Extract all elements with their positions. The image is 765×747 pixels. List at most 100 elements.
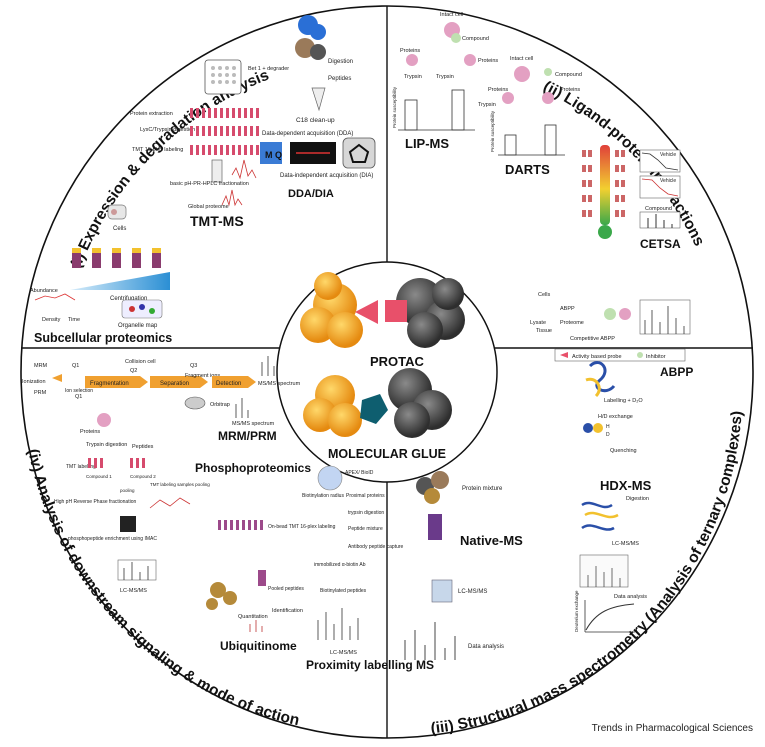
maxquant-text: M Q bbox=[265, 150, 282, 160]
cetsa-title: CETSA bbox=[640, 237, 681, 251]
hdx-ms-panel: Labelling + D₂O H/D exchange H D Quenchi… bbox=[574, 361, 649, 633]
mrm-small-label: MRM bbox=[34, 363, 48, 369]
abpp-probe-label: Activity based probe bbox=[572, 354, 622, 360]
lip-ms-panel: Intact cell Compound Proteins Trypsin Tr… bbox=[392, 12, 498, 131]
darts-intact-cell-label: Intact cell bbox=[510, 56, 533, 62]
darts-bar-1 bbox=[504, 134, 517, 156]
prox-trypsin-label: trypsin digestion bbox=[348, 510, 384, 516]
cetsa-tube-rows bbox=[582, 150, 625, 217]
time-label: Time bbox=[68, 317, 80, 323]
dda-dia-panel: Digestion Peptides C18 clean-up Data-dep… bbox=[260, 15, 376, 179]
cetsa-panel: Vehicle Vehicle Compound bbox=[582, 145, 681, 239]
arc-title-q4: (iv) Analysis of downstream signaling & … bbox=[24, 447, 301, 729]
lip-axis-label: Protein susceptibility bbox=[392, 86, 397, 128]
abpp-tissue-label: Tissue bbox=[536, 328, 552, 334]
abpp-lysate-label: Lysate bbox=[530, 320, 546, 326]
protac-ligand-square bbox=[385, 300, 407, 322]
glue-gray-blob bbox=[388, 368, 452, 438]
cetsa-compound-label: Compound bbox=[645, 206, 672, 212]
hdx-lcmsms-label: LC-MS/MS bbox=[612, 541, 639, 547]
dia-label: Data-independent acquisition (DIA) bbox=[280, 173, 373, 179]
global-proteome-label: Global proteome bbox=[188, 204, 229, 210]
darts-trypsin-label: Trypsin bbox=[478, 102, 496, 108]
ionization-label: Ionization bbox=[22, 379, 46, 385]
lip-proteins-label: Proteins bbox=[400, 48, 420, 54]
darts-panel: Intact cell Compound Proteins Proteins T… bbox=[478, 56, 582, 156]
prox-mixture-label: Peptide mixture bbox=[348, 526, 383, 532]
hplc-trace bbox=[231, 159, 257, 180]
c18-label: C18 clean-up bbox=[296, 117, 335, 124]
maxquant-icon bbox=[260, 142, 282, 164]
abundance-label: Abundance bbox=[30, 288, 58, 294]
protein-cluster-brown bbox=[295, 38, 315, 58]
fragmentation-arrow bbox=[85, 376, 148, 388]
cetsa-vehicle-label-2: Vehicle bbox=[660, 178, 676, 184]
mrm-spectrum bbox=[261, 356, 275, 376]
native-mixture-label: Protein mixture bbox=[462, 486, 503, 492]
lip-trypsin-label: Trypsin bbox=[404, 74, 422, 80]
protac-warhead-blob bbox=[300, 272, 363, 348]
phospho-tmt-label: TMT labelling bbox=[66, 464, 96, 470]
lip-trypsin-label-2: Trypsin bbox=[436, 74, 454, 80]
phospho-peptides-label: Peptides bbox=[132, 444, 154, 450]
phospho-panel: Proteins Trypsin digestion Peptides TMT … bbox=[54, 413, 210, 594]
abpp-competitive-label: Competitive ABPP bbox=[570, 336, 615, 342]
q2-label: Q2 bbox=[130, 368, 137, 374]
hdx-uptake-curve bbox=[585, 603, 635, 631]
hdx-ms-title: HDX-MS bbox=[600, 478, 652, 493]
prm-spectrum bbox=[235, 398, 249, 418]
prox-antibody-label: Antibody peptide capture bbox=[348, 544, 404, 550]
abpp-panel: Cells ABPP Lysate Proteome Tissue Compet… bbox=[530, 292, 691, 362]
phospho-compound2-label: Compound 2 bbox=[130, 474, 156, 479]
fragmentation-label: Fragmentation bbox=[90, 381, 129, 387]
cells-label: Cells bbox=[113, 226, 126, 232]
abpp-small-label: ABPP bbox=[560, 306, 575, 312]
ion-selection-label: Ion selection bbox=[65, 388, 93, 394]
q3-label: Q3 bbox=[190, 363, 197, 369]
tmt-ms-panel: Bet 1 + degrader Protein extraction LysC… bbox=[130, 59, 289, 210]
ubiq-quant-label: Quantitation bbox=[238, 614, 268, 620]
cetsa-vehicle-label: Vehicle bbox=[660, 152, 676, 158]
orbitrap-icon bbox=[184, 396, 206, 410]
darts-bar-2 bbox=[544, 124, 557, 156]
organelle-label: Organelle map bbox=[118, 323, 158, 329]
phospho-proteins-label: Proteins bbox=[80, 429, 100, 435]
cetsa-thermometer bbox=[600, 145, 610, 225]
mrm-prm-panel: MRM PRM Q1 Collision cell Q2 Q3 Ionizati… bbox=[22, 356, 301, 427]
molecular-glue-illustration bbox=[303, 368, 452, 438]
bet-plate bbox=[204, 59, 242, 95]
detection-arrow bbox=[212, 376, 256, 388]
hdx-data-label: Data analysis bbox=[614, 594, 647, 600]
cetsa-plot-2 bbox=[639, 175, 681, 199]
subcellular-title: Subcellular proteomics bbox=[34, 331, 172, 345]
journal-footer: Trends in Pharmacological Sciences bbox=[591, 723, 753, 734]
collision-label: Collision cell bbox=[125, 359, 156, 365]
phospho-highph-label: High pH Reverse Phase fractionation bbox=[54, 499, 136, 505]
separation-label: Separation bbox=[160, 381, 189, 387]
ubiquitinome-title: Ubiquitinome bbox=[220, 639, 297, 653]
mrm-prm-title: MRM/PRM bbox=[218, 429, 277, 443]
ubiq-pooled-tube bbox=[258, 570, 266, 586]
hdx-labelling-label: Labelling + D₂O bbox=[604, 398, 643, 404]
phospho-pooling-label: pooling bbox=[120, 488, 135, 493]
abpp-inhibitor-label: Inhibitor bbox=[646, 354, 666, 360]
ubiq-ident-label: Identification bbox=[272, 608, 303, 614]
fragment-ions-label: Fragment ions bbox=[185, 373, 220, 379]
lip-bar-2 bbox=[451, 89, 465, 131]
tmt16-label: TMT 16-plex labeling bbox=[132, 147, 183, 153]
tmt-tube-row-1 bbox=[190, 108, 259, 118]
native-ms-panel: Protein mixture LC-MS/MS Data analysis bbox=[404, 471, 504, 660]
phospho-imac-icon bbox=[120, 516, 136, 532]
prox-lcmsms-label: LC-MS/MS bbox=[330, 650, 357, 656]
hdx-digestion-label: Digestion bbox=[626, 496, 649, 502]
abpp-proteome-label: Proteome bbox=[560, 320, 584, 326]
phospho-trypsin-label: Trypsin digestion bbox=[86, 442, 127, 448]
fraction-tubes bbox=[72, 248, 161, 268]
native-ms-title: Native-MS bbox=[460, 533, 523, 548]
abundance-trace bbox=[34, 293, 76, 301]
protac-label: PROTAC bbox=[370, 354, 425, 369]
cetsa-plot-1 bbox=[639, 149, 681, 173]
density-label: Density bbox=[42, 317, 61, 323]
